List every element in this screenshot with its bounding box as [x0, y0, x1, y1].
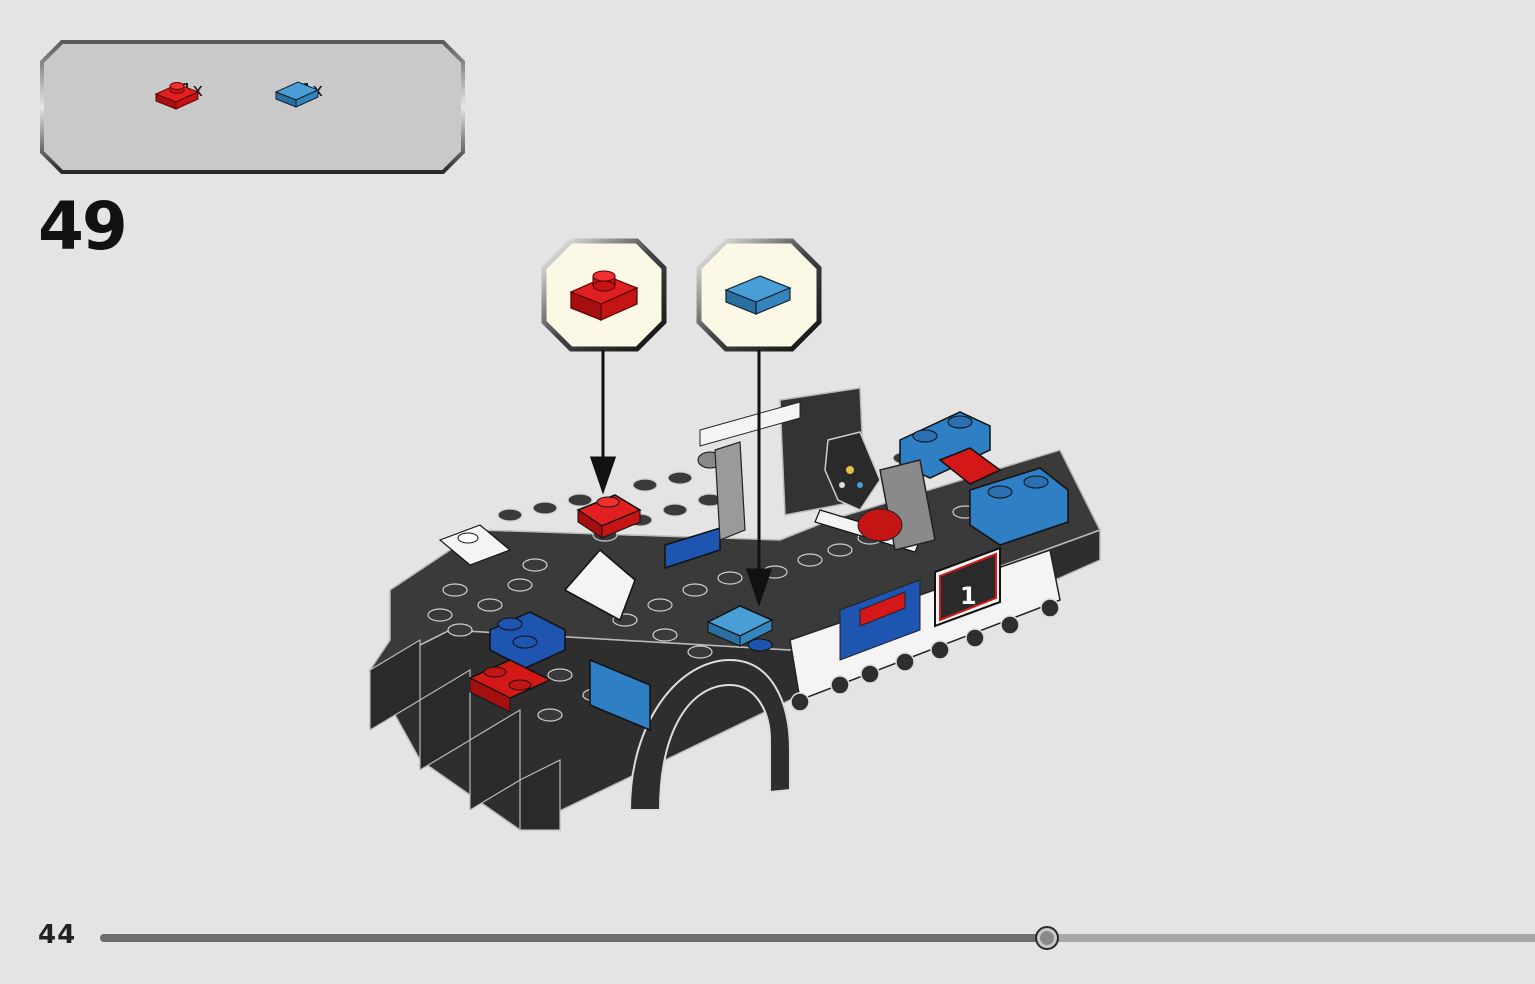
blue-tile-icon — [724, 275, 792, 315]
decal-number: 1 — [960, 582, 977, 610]
red-plate-icon — [569, 270, 639, 321]
seat — [697, 441, 936, 551]
wheel-arch — [628, 658, 791, 811]
part-item-red-plate: 1x — [152, 78, 232, 110]
callout-frame — [696, 238, 822, 352]
step-number: 49 — [38, 188, 128, 265]
parts-box-frame — [40, 40, 465, 174]
page-number: 44 — [38, 920, 77, 950]
progress-knob — [1035, 926, 1060, 950]
red-plates — [468, 447, 1002, 713]
part-item-blue-tile: 1x — [272, 78, 352, 108]
callout-arrows — [589, 350, 773, 607]
callout-frame — [541, 238, 667, 352]
red-plate-icon — [154, 82, 200, 110]
parts-list-box: 1x 1x — [40, 40, 465, 174]
callout-blue-tile — [696, 238, 822, 352]
progress-fill — [100, 934, 1048, 942]
steering-wheel — [824, 431, 881, 511]
callout-red-plate — [541, 238, 667, 352]
blue-plates — [489, 411, 1069, 732]
car-model-illustration: 1 — [367, 350, 1102, 831]
white-side-panel: 1 — [789, 546, 1061, 702]
new-blue-tile — [706, 605, 774, 647]
build-progress-bar — [100, 926, 1535, 950]
blue-tile-icon — [274, 81, 320, 108]
side-rivets — [790, 598, 1060, 712]
